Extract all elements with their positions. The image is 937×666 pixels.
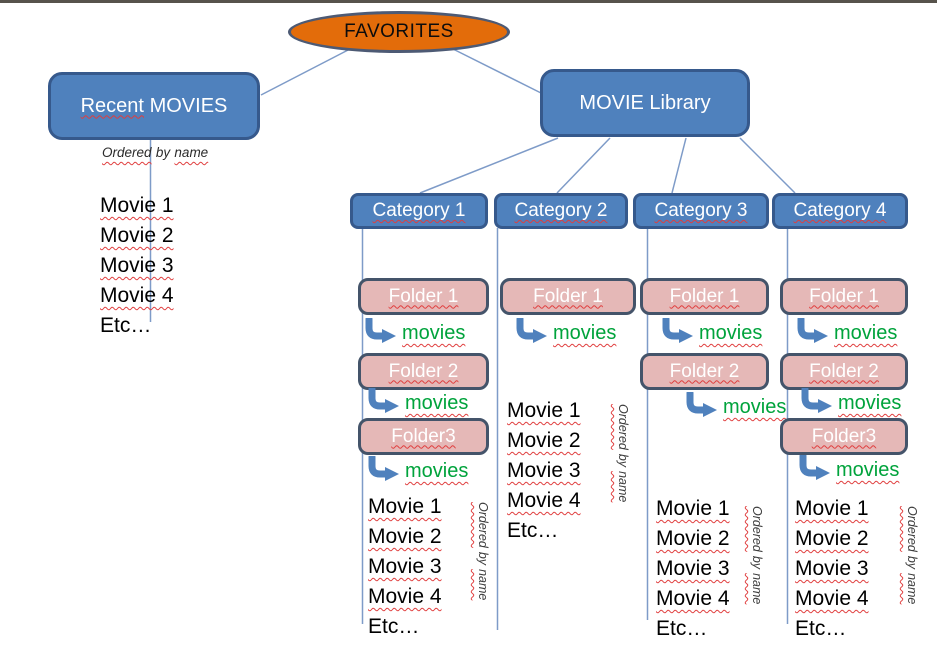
movies-link-row: movies (366, 456, 468, 482)
elbow-arrow-icon (799, 455, 830, 480)
elbow-arrow-icon (368, 388, 399, 413)
movies-link-row: movies (366, 388, 468, 414)
category-1-movie-list: Movie 1 Movie 2 Movie 3 Movie 4 Etc… (368, 492, 442, 642)
favorites-node[interactable]: FAVORITES (288, 11, 510, 53)
folder-node[interactable]: Folder 2 (640, 353, 769, 390)
recent-movies-label-word1: Recent (80, 94, 144, 117)
ordered-by-name-note-rotated: Orderedbyname (476, 502, 490, 601)
list-item: Movie 3 (795, 557, 869, 580)
movies-link[interactable]: movies (405, 460, 469, 482)
top-border (0, 0, 937, 3)
recent-movies-node[interactable]: Recent MOVIES (48, 72, 260, 140)
folder-node[interactable]: Folder 1 (780, 278, 908, 315)
folder-node[interactable]: Folder3 (358, 418, 489, 455)
movies-link-row: movies (799, 388, 901, 414)
movies-link[interactable]: movies (402, 322, 466, 344)
folder-node[interactable]: Folder 1 (358, 278, 489, 315)
category-2-node[interactable]: Category 2 (494, 193, 628, 229)
list-item: Movie 1 (100, 194, 174, 217)
favorites-label: FAVORITES (344, 21, 454, 42)
category-2-movie-list: Movie 1 Movie 2 Movie 3 Movie 4 Etc… (507, 396, 581, 546)
movies-link[interactable]: movies (699, 322, 763, 344)
elbow-arrow-icon (368, 456, 399, 481)
folder-node[interactable]: Folder 2 (780, 353, 908, 390)
list-item: Movie 2 (795, 527, 869, 550)
list-item: Movie 1 (656, 497, 730, 520)
list-item: Etc… (795, 617, 847, 640)
movies-link[interactable]: movies (834, 322, 898, 344)
folder-node[interactable]: Folder 2 (358, 353, 489, 390)
folder-node[interactable]: Folder3 (780, 418, 908, 455)
elbow-arrow-icon (516, 318, 547, 343)
list-item: Movie 3 (656, 557, 730, 580)
recent-movies-label-word2: MOVIES (149, 94, 228, 117)
movies-link-row: movies (797, 455, 899, 481)
movies-link-row: movies (514, 318, 616, 344)
folder-node[interactable]: Folder 1 (640, 278, 769, 315)
movies-link[interactable]: movies (553, 322, 617, 344)
list-item: Movie 4 (656, 587, 730, 610)
list-item: Etc… (368, 615, 420, 638)
movies-link[interactable]: movies (723, 396, 787, 418)
folder-node[interactable]: Folder 1 (500, 278, 636, 315)
list-item: Movie 3 (368, 555, 442, 578)
ordered-by-name-note-rotated: Orderedbyname (905, 506, 919, 605)
list-item: Movie 1 (795, 497, 869, 520)
list-item: Movie 4 (795, 587, 869, 610)
movie-library-label: MOVIE Library (579, 91, 711, 114)
list-item: Movie 3 (100, 254, 174, 277)
list-item: Etc… (656, 617, 708, 640)
elbow-arrow-icon (686, 392, 717, 417)
movies-link-row: movies (684, 392, 786, 418)
category-1-node[interactable]: Category 1 (350, 193, 488, 229)
list-item: Movie 4 (507, 489, 581, 512)
category-3-node[interactable]: Category 3 (633, 193, 769, 229)
elbow-arrow-icon (801, 388, 832, 413)
movies-link-row: movies (660, 318, 762, 344)
list-item: Movie 2 (100, 224, 174, 247)
category-4-node[interactable]: Category 4 (772, 193, 908, 229)
list-item: Etc… (100, 314, 152, 337)
movies-link-row: movies (795, 318, 897, 344)
movie-library-node[interactable]: MOVIE Library (540, 69, 750, 137)
list-item: Movie 4 (368, 585, 442, 608)
elbow-arrow-icon (365, 318, 396, 343)
list-item: Movie 1 (368, 495, 442, 518)
list-item: Movie 1 (507, 399, 581, 422)
ordered-by-name-note-rotated: Orderedbyname (616, 404, 630, 503)
list-item: Movie 3 (507, 459, 581, 482)
list-item: Movie 4 (100, 284, 174, 307)
movies-link[interactable]: movies (405, 392, 469, 414)
list-item: Etc… (507, 519, 559, 542)
movies-link[interactable]: movies (836, 459, 900, 481)
category-3-movie-list: Movie 1 Movie 2 Movie 3 Movie 4 Etc… (656, 494, 730, 644)
elbow-arrow-icon (797, 318, 828, 343)
ordered-by-name-note-rotated: Orderedbyname (750, 506, 764, 605)
list-item: Movie 2 (368, 525, 442, 548)
list-item: Movie 2 (656, 527, 730, 550)
category-4-movie-list: Movie 1 Movie 2 Movie 3 Movie 4 Etc… (795, 494, 869, 644)
movies-link[interactable]: movies (838, 392, 902, 414)
recent-movie-list: Movie 1 Movie 2 Movie 3 Movie 4 Etc… (100, 191, 174, 341)
list-item: Movie 2 (507, 429, 581, 452)
movies-link-row: movies (363, 318, 465, 344)
elbow-arrow-icon (662, 318, 693, 343)
